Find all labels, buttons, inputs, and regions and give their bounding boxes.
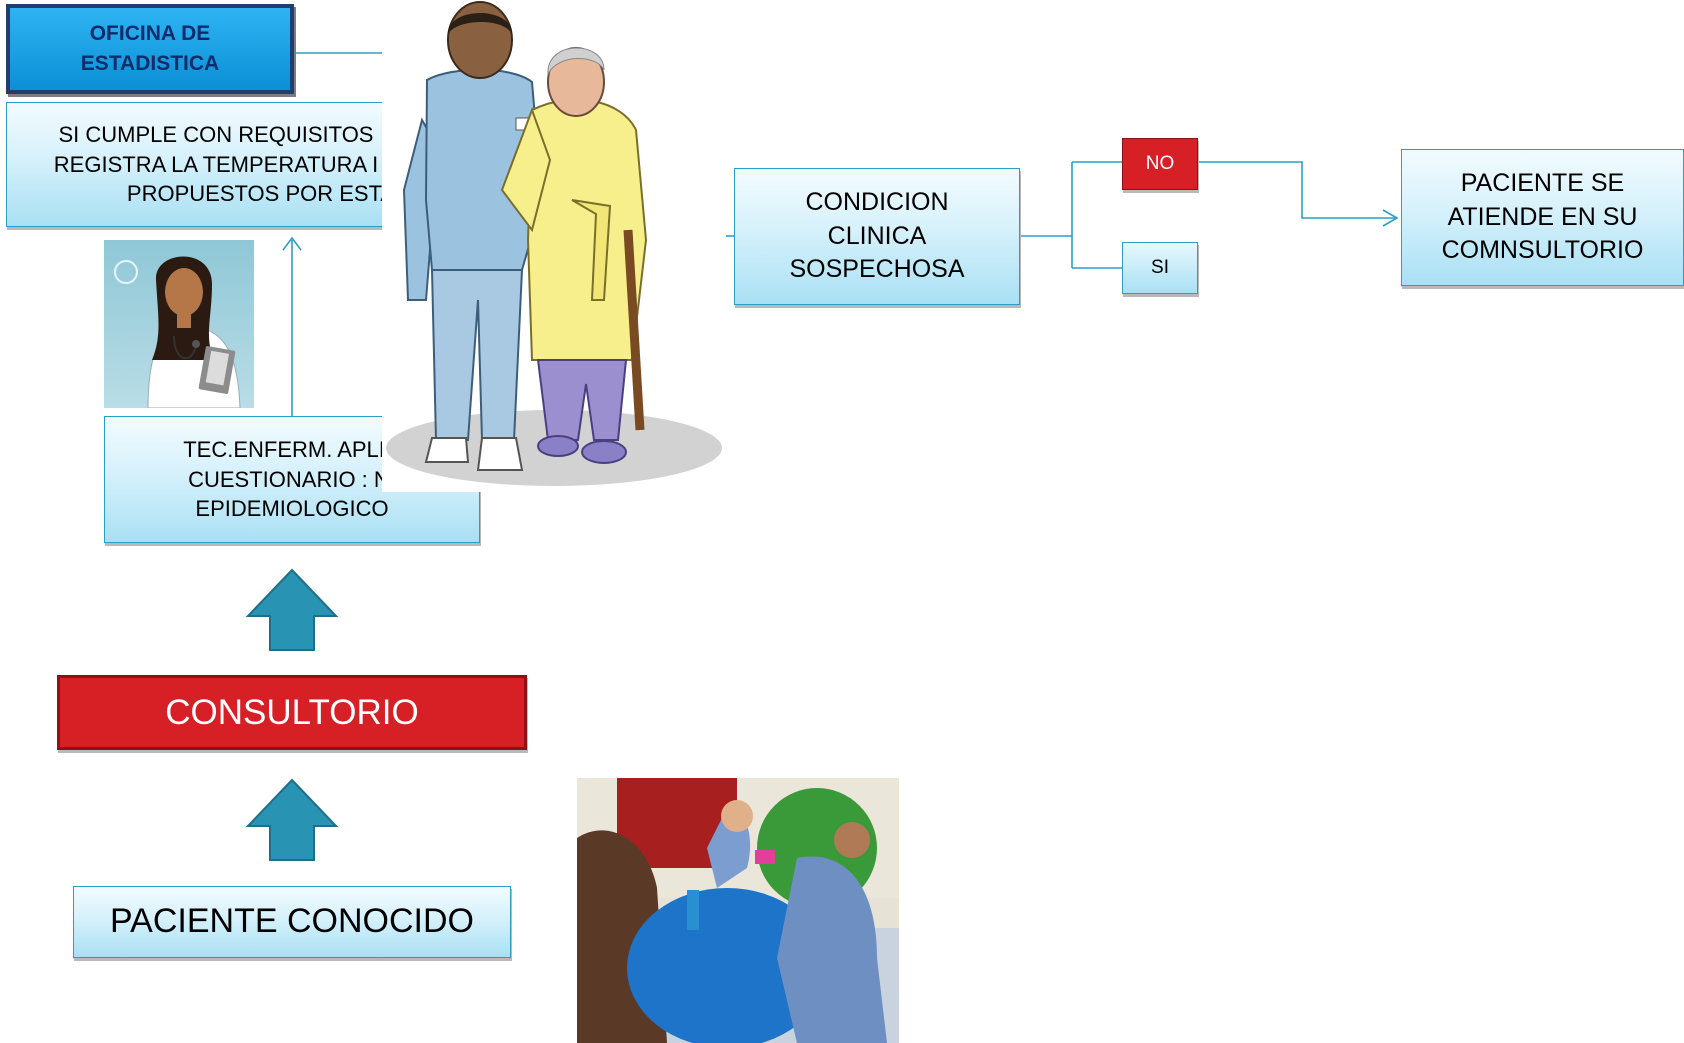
tecnico-enfermeria-box: TEC.ENFERM. APLIC CUESTIONARIO : NI EPID… — [104, 416, 480, 543]
branch-no-label: NO — [1122, 138, 1198, 190]
connector-tec-arrowhead — [282, 236, 302, 251]
paciente-se-line3: COMNSULTORIO — [1441, 236, 1644, 265]
up-arrow-icon — [245, 778, 339, 861]
oficina-line1: OFICINA DE — [89, 21, 211, 45]
paciente-se-atiende-box: PACIENTE SE ATIENDE EN SU COMNSULTORIO — [1401, 149, 1684, 286]
tecnico-line1: TEC.ENFERM. APLIC — [183, 436, 401, 462]
condicion-line3: SOSPECHOSA — [789, 255, 965, 284]
requisitos-line1: SI CUMPLE CON REQUISITOS — [58, 121, 374, 147]
paciente-se-line2: ATIENDE EN SU — [1447, 202, 1638, 231]
connector-arrowhead — [1382, 209, 1399, 227]
paciente-se-line1: PACIENTE SE — [1460, 168, 1625, 197]
up-arrow-icon — [245, 568, 339, 651]
branch-si-label: SI — [1122, 242, 1198, 294]
doctor-illustration — [104, 240, 254, 408]
tecnico-line2: CUESTIONARIO : NI — [188, 466, 396, 492]
tecnico-line3: EPIDEMIOLOGICO — [195, 496, 389, 522]
consultorio-box: CONSULTORIO — [57, 675, 527, 750]
nurse-patient-illustration — [382, 0, 726, 492]
condicion-line1: CONDICION — [805, 187, 949, 216]
requisitos-box: SI CUMPLE CON REQUISITOS REGISTRA LA TEM… — [6, 102, 426, 227]
oficina-estadistica-box: OFICINA DE ESTADISTICA — [6, 4, 294, 94]
oficina-line2: ESTADISTICA — [80, 52, 220, 75]
paciente-conocido-box: PACIENTE CONOCIDO — [73, 886, 511, 958]
connector-no-to-paciente — [1198, 161, 1395, 219]
connector-branch — [1020, 161, 1122, 269]
requisitos-line3: PROPUESTOS POR ESTA — [126, 181, 396, 207]
therapy-photo — [577, 778, 899, 1043]
condicion-clinica-box: CONDICION CLINICA SOSPECHOSA — [734, 168, 1020, 305]
condicion-line2: CLINICA — [827, 221, 927, 250]
requisitos-line2: REGISTRA LA TEMPERATURA I — [53, 151, 379, 177]
